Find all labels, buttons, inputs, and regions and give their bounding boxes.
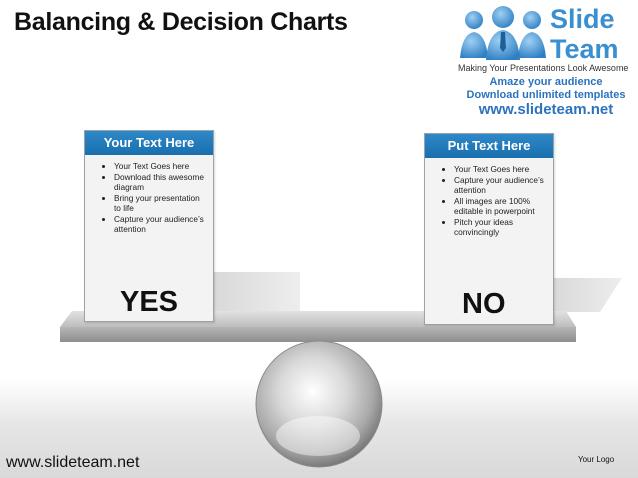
- list-item: Bring your presentation to life: [114, 193, 207, 214]
- footer-logo-text: Your Logo: [578, 455, 615, 464]
- people-logo-icon: [460, 6, 546, 60]
- list-item: Your Text Goes here: [114, 161, 207, 172]
- list-item: Download this awesome diagram: [114, 172, 207, 193]
- list-item: Your Text Goes here: [454, 164, 547, 175]
- list-item: Capture your audience’s attention: [114, 214, 207, 235]
- no-label: NO: [462, 288, 506, 320]
- list-item: All images are 100% editable in powerpoi…: [454, 196, 547, 217]
- brand-name-line2: Team: [550, 34, 619, 64]
- yes-label: YES: [120, 286, 179, 318]
- left-card-shadow: [212, 272, 300, 312]
- right-card: Put Text Here Your Text Goes here Captur…: [424, 133, 554, 325]
- right-card-heading: Put Text Here: [425, 134, 553, 158]
- list-item: Pitch your ideas convincingly: [454, 217, 547, 238]
- promo-line-1: Amaze your audience: [489, 76, 603, 88]
- footer-url: www.slideteam.net: [6, 454, 140, 471]
- right-card-bullets: Your Text Goes here Capture your audienc…: [425, 164, 553, 238]
- slide-title: Balancing & Decision Charts: [14, 8, 348, 36]
- left-card: Your Text Here Your Text Goes here Downl…: [84, 130, 214, 322]
- left-card-heading: Your Text Here: [85, 131, 213, 155]
- fulcrum-ball: [255, 340, 383, 468]
- list-item: Capture your audience’s attention: [454, 175, 547, 196]
- brand-tagline: Making Your Presentations Look Awesome: [458, 63, 629, 73]
- promo-line-2: Download unlimited templates: [466, 89, 626, 101]
- right-card-shadow: [552, 278, 622, 312]
- promo-url: www.slideteam.net: [478, 101, 614, 118]
- brand-name-line1: Slide: [550, 4, 615, 34]
- plank-front: [60, 327, 576, 342]
- slideteam-logo: Slide Team Making Your Presentations Loo…: [456, 4, 636, 120]
- left-card-bullets: Your Text Goes here Download this awesom…: [85, 161, 213, 235]
- ball-highlight: [276, 416, 360, 456]
